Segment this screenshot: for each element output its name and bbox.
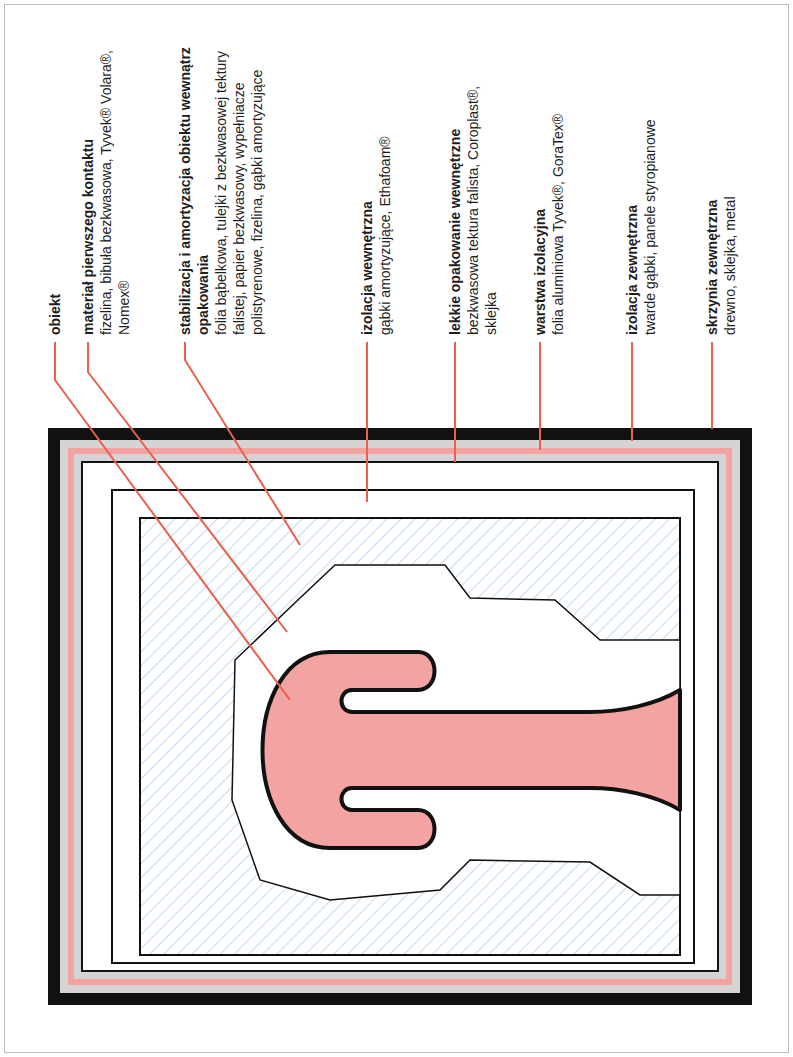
layer-name: obiekt [46, 43, 64, 335]
leader-line [366, 342, 368, 502]
insulating-layer [68, 448, 732, 985]
layer-name: warstwa izolacyjna [531, 43, 549, 335]
layer-materials: gąbki amortyzujące, Ethafoam® [376, 43, 394, 335]
layer-materials: fizelina, bibuła bezkwasowa, Tyvek® Vola… [97, 43, 133, 335]
layer-materials: folia bąbelkowa, tulejki z bezkwasowej t… [212, 43, 266, 335]
label-group: skrzynia zewnętrznadrewno, sklejka, meta… [703, 43, 739, 335]
label-group: lekkie opakowanie wewnętrznebezkwasowa t… [446, 43, 500, 335]
inner-insulation [112, 490, 694, 963]
page-border [5, 5, 789, 1053]
label-group: izolacja wewnętrznagąbki amortyzujące, E… [358, 43, 394, 335]
label-group: materiał pierwszego kontaktufizelina, bi… [79, 43, 133, 335]
layer-materials: folia aluminiowa Tyvek®, GoraTex® [549, 43, 567, 335]
object-figure [263, 652, 681, 848]
leader-line [185, 342, 300, 545]
label-group: stabilizacja i amortyzacja obiektu wewną… [176, 43, 266, 335]
layer-name: materiał pierwszego kontaktu [79, 43, 97, 335]
label-group: obiekt [46, 43, 64, 335]
outer-insulation [60, 440, 740, 993]
layer-name: izolacja zewnętrzna [623, 43, 641, 335]
light-inner-box [82, 462, 718, 971]
label-group: warstwa izolacyjnafolia aluminiowa Tyvek… [531, 43, 567, 335]
label-group: izolacja zewnętrznatwarde gąbki, panele … [623, 43, 659, 335]
layer-name: izolacja wewnętrzna [358, 43, 376, 335]
layer-materials: bezkwasowa tektura falista, Coroplast®, … [464, 43, 500, 335]
layer-name: stabilizacja i amortyzacja obiektu wewną… [176, 43, 212, 335]
layer-materials: twarde gąbki, panele styropianowe [641, 43, 659, 335]
layer-materials: drewno, sklejka, metal [721, 43, 739, 335]
stabilization-fill [140, 518, 680, 955]
outer-insulation-inner [74, 454, 726, 979]
leader-line [55, 342, 290, 700]
layer-name: skrzynia zewnętrzna [703, 43, 721, 335]
leader-lines [55, 342, 712, 700]
leader-line [454, 342, 456, 462]
leader-line [711, 342, 713, 429]
leader-line [539, 342, 541, 450]
layer-name: lekkie opakowanie wewnętrzne [446, 43, 464, 335]
leader-line [88, 342, 287, 632]
leader-line [631, 342, 633, 441]
first-contact-wrap [232, 565, 680, 900]
